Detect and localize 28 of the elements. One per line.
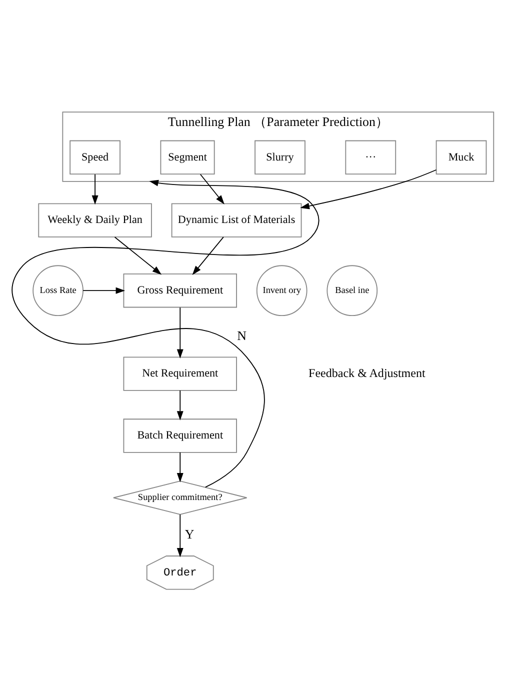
node-circle: Invent ory xyxy=(256,265,308,316)
arrow xyxy=(192,236,224,275)
node-box: ··· xyxy=(345,140,396,175)
arrow xyxy=(176,514,184,558)
node-circle: Loss Rate xyxy=(32,265,84,316)
arrow xyxy=(12,180,320,488)
arrow xyxy=(176,390,184,420)
node-box: Segment xyxy=(160,140,215,175)
node-box: Net Requirement xyxy=(123,356,237,391)
node-box: Weekly & Daily Plan xyxy=(38,203,152,238)
node-box: Speed xyxy=(70,140,120,175)
edge-label: N xyxy=(237,328,247,343)
node-box: Gross Requirement xyxy=(123,273,237,308)
node-box: Slurry xyxy=(254,140,306,175)
node-box: Muck xyxy=(436,140,487,175)
arrow xyxy=(114,236,162,275)
arrow xyxy=(200,174,224,204)
edge-label: Y xyxy=(184,526,194,542)
arrow xyxy=(300,169,437,210)
node-box: Batch Requirement xyxy=(123,418,237,453)
node-box: Dynamic List of Materials xyxy=(171,203,302,238)
arrow xyxy=(176,452,184,482)
arrow xyxy=(176,307,184,359)
arrow xyxy=(92,174,98,205)
arrow xyxy=(82,287,126,294)
node-circle: Basel ine xyxy=(326,265,378,316)
node-diamond: Supplier commitment? xyxy=(113,480,248,515)
label: Feedback & Adjustment xyxy=(308,366,426,380)
